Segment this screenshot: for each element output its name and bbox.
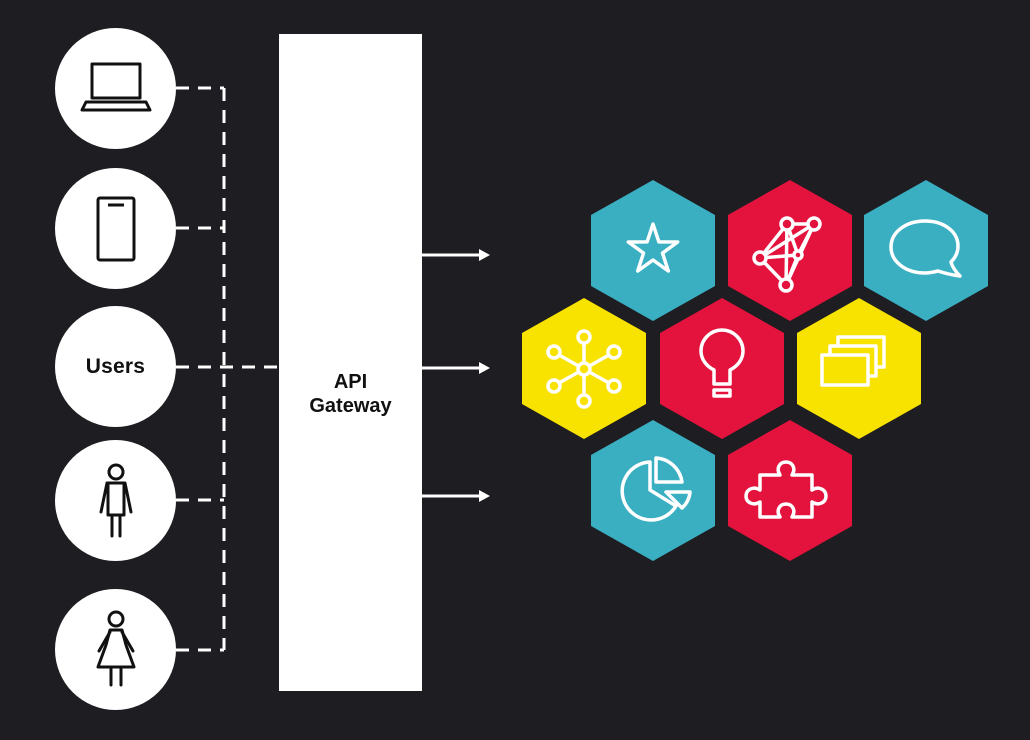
lightbulb-icon (699, 328, 745, 398)
mobile-client (55, 168, 176, 289)
service-analytics (591, 420, 715, 561)
woman-icon (96, 610, 135, 686)
arrow-bottom-head (479, 490, 490, 502)
service-windows (797, 298, 921, 439)
laptop-icon (80, 62, 151, 111)
smartphone-icon (96, 196, 135, 261)
stacked-windows-icon (820, 335, 886, 387)
service-network (728, 180, 852, 321)
service-hexagon (864, 180, 988, 321)
speech-bubble-icon (889, 219, 962, 278)
service-idea (660, 298, 784, 439)
users-client: Users (55, 306, 176, 427)
users-label: Users (85, 354, 146, 378)
star-icon (626, 222, 680, 273)
woman-client (55, 589, 176, 710)
network-icon (752, 216, 822, 293)
hub-nodes-icon (546, 329, 622, 409)
service-hexagon (660, 298, 784, 439)
service-hexagon (728, 180, 852, 321)
service-integration (728, 420, 852, 561)
laptop-client (55, 28, 176, 149)
puzzle-piece-icon (744, 460, 828, 519)
api-gateway-label: API Gateway (279, 370, 422, 418)
api-gateway-box: API Gateway (279, 34, 422, 691)
api-gateway-label-line2: Gateway (309, 395, 392, 417)
service-hexagon (728, 420, 852, 561)
arrow-middle-head (479, 362, 490, 374)
service-star (591, 180, 715, 321)
man-client (55, 440, 176, 561)
man-icon (99, 463, 132, 537)
api-gateway-label-line1: API (333, 371, 368, 393)
pie-chart-icon (620, 456, 692, 522)
service-hexagon (591, 180, 715, 321)
arrow-top-head (479, 249, 490, 261)
service-hub (522, 298, 646, 439)
service-chat (864, 180, 988, 321)
